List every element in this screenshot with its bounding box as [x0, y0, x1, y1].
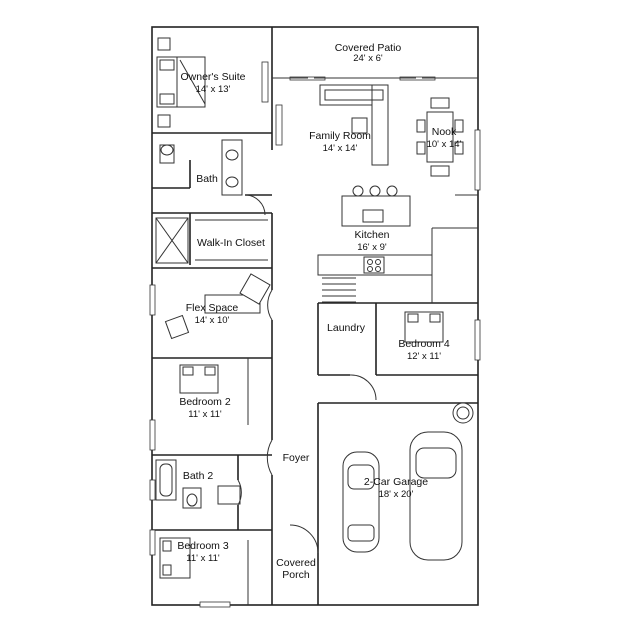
exterior-walls: [151, 26, 479, 606]
svg-text:2-Car Garage: 2-Car Garage: [364, 476, 428, 488]
room-label-walk-in-closet: Walk-In Closet: [197, 237, 265, 249]
bedroom3-bed: [159, 537, 191, 579]
svg-text:Flex Space: Flex Space: [186, 302, 239, 314]
room-label-covered-porch: Covered Porch: [276, 557, 316, 581]
svg-text:Bath: Bath: [196, 173, 218, 185]
svg-text:Owner's Suite: Owner's Suite: [180, 71, 245, 83]
svg-text:16' x 9': 16' x 9': [357, 242, 387, 253]
svg-text:Laundry: Laundry: [327, 322, 366, 334]
room-label-bath: Bath: [196, 173, 218, 185]
svg-text:Porch: Porch: [282, 569, 310, 581]
bath-fixtures: [159, 139, 243, 196]
room-label-flex-space: Flex Space 14' x 10': [186, 302, 239, 326]
svg-text:Walk-In Closet: Walk-In Closet: [197, 237, 265, 249]
svg-text:24' x 6': 24' x 6': [353, 53, 383, 64]
room-label-bath-2: Bath 2: [183, 470, 214, 482]
stairs: [322, 277, 356, 303]
family-sofa: [319, 84, 389, 166]
room-label-bedroom-3: Bedroom 3 11' x 11': [177, 540, 229, 564]
garage-vehicles: [342, 402, 474, 561]
svg-text:14' x 14': 14' x 14': [323, 143, 358, 154]
windows: [149, 61, 481, 608]
svg-text:14' x 10': 14' x 10': [195, 315, 230, 326]
room-label-bedroom-2: Bedroom 2 11' x 11': [179, 396, 231, 420]
svg-text:Nook: Nook: [432, 126, 457, 138]
room-label-nook: Nook 10' x 14': [427, 126, 462, 150]
room-label-owners-suite: Owner's Suite 14' x 13': [180, 71, 245, 95]
svg-text:Bath 2: Bath 2: [183, 470, 214, 482]
bedroom4-bed: [404, 311, 444, 343]
room-label-laundry: Laundry: [327, 322, 366, 334]
room-label-covered-patio: Covered Patio 24' x 6': [335, 42, 402, 64]
svg-text:Bedroom 3: Bedroom 3: [177, 540, 229, 552]
svg-text:Foyer: Foyer: [283, 452, 310, 464]
svg-text:11' x 11': 11' x 11': [186, 553, 220, 564]
bath2-fixtures: [155, 459, 241, 509]
svg-text:11' x 11': 11' x 11': [188, 409, 222, 420]
svg-text:12' x 11': 12' x 11': [407, 351, 441, 362]
svg-text:Kitchen: Kitchen: [354, 229, 389, 241]
door-swings: [237, 194, 377, 554]
nook-table: [416, 97, 464, 177]
svg-text:Covered Patio: Covered Patio: [335, 42, 402, 54]
room-label-garage: 2-Car Garage 18' x 20': [364, 476, 428, 500]
flex-furniture: [164, 273, 271, 340]
svg-text:Family Room: Family Room: [309, 130, 371, 142]
room-label-family-room: Family Room 14' x 14': [309, 130, 371, 154]
room-label-kitchen: Kitchen 16' x 9': [354, 229, 389, 253]
room-label-foyer: Foyer: [283, 452, 310, 464]
svg-text:10' x 14': 10' x 14': [427, 139, 462, 150]
bedroom2-bed: [179, 364, 219, 394]
kitchen-island: [317, 185, 433, 276]
svg-text:14' x 13': 14' x 13': [196, 84, 231, 95]
room-label-bedroom-4: Bedroom 4 12' x 11': [398, 338, 450, 362]
interior-walls: [152, 27, 478, 605]
closet-fixtures: [155, 217, 268, 264]
svg-text:Bedroom 4: Bedroom 4: [398, 338, 450, 350]
svg-text:Bedroom 2: Bedroom 2: [179, 396, 231, 408]
svg-text:Covered: Covered: [276, 557, 316, 569]
owners-bed: [156, 37, 206, 128]
svg-text:18' x 20': 18' x 20': [379, 489, 414, 500]
